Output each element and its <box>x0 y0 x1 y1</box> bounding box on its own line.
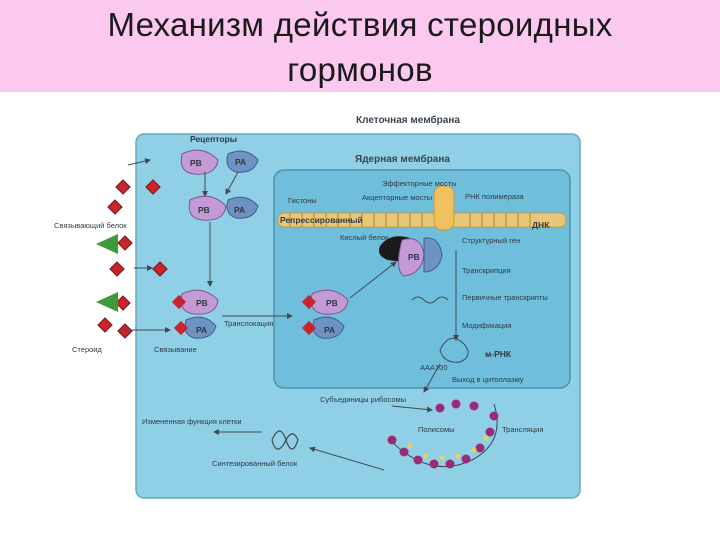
nucleus <box>273 169 571 389</box>
steroid-molecules <box>97 179 168 339</box>
binding-proteins <box>96 234 118 312</box>
bound-complex-b: PB <box>171 289 219 315</box>
synthesized-protein-label: Синтезированный белок <box>212 459 298 468</box>
polysome-ribosomes <box>387 399 499 469</box>
structural-gene-label: Структурный ген <box>462 236 520 245</box>
arrow-to-protein <box>309 446 385 471</box>
svg-text:PA: PA <box>196 325 207 335</box>
primary-transcript-label: Первичные транскрипты <box>462 293 548 302</box>
free-receptor-a: PA <box>226 150 259 173</box>
receptors-label: Рецепторы <box>190 134 237 144</box>
binding-label: Связывание <box>154 345 197 354</box>
svg-text:PA: PA <box>235 157 246 167</box>
arrow-to-dna <box>349 261 397 299</box>
svg-text:PB: PB <box>408 252 420 262</box>
polysomes-label: Полисомы <box>418 425 455 434</box>
exit-cytoplasm-label: Выход в цитоплазму <box>452 375 524 384</box>
bound-complex-a: PA <box>173 316 217 339</box>
dna-stripes <box>289 213 531 227</box>
slide-title-line1: Механизм действия стероидных <box>107 6 613 43</box>
synthesized-protein-coil <box>271 430 299 450</box>
translation-label: Трансляция <box>502 425 543 434</box>
svg-text:PB: PB <box>196 298 208 308</box>
arrow-exit-nucleus <box>423 363 441 393</box>
cell-membrane-label: Клеточная мембрана <box>356 114 460 126</box>
mrna-loop <box>439 337 469 363</box>
svg-text:PA: PA <box>324 325 335 335</box>
arrow-steroid-in <box>127 158 151 166</box>
title-banner: Механизм действия стероидных гормонов <box>0 0 720 92</box>
histones-label: Гистоны <box>288 196 317 205</box>
dimer-receptor-a: PA <box>226 196 259 219</box>
modification-label: Модификация <box>462 321 511 330</box>
primary-transcript-wave <box>411 296 449 304</box>
acceptor-bridges-label: Акцепторные мосты <box>362 193 432 202</box>
changed-function-label: Измененная функция клетки <box>142 417 242 426</box>
rna-polymerase-pillar <box>433 185 455 231</box>
acidic-protein-label: Кислый белок <box>340 233 389 242</box>
slide-title-line2: гормонов <box>287 51 433 88</box>
ribosome-subunits-label: Субъединицы рибосомы <box>320 395 406 404</box>
polysome-arc <box>389 403 498 468</box>
binding-protein-label: Связывающий белок <box>54 221 127 230</box>
arrow-receptor-a <box>225 171 239 195</box>
mrna-label: м-РНК <box>485 349 512 359</box>
svg-text:PA: PA <box>234 205 245 215</box>
repressed-label: Репрессированный <box>280 215 363 225</box>
nuclear-receptor-complex: PB <box>398 237 443 277</box>
rna-polymerase-label: РНК полимераза <box>465 192 525 201</box>
steroid-label: Стероид <box>72 345 102 354</box>
free-receptor-b: PB <box>180 149 219 175</box>
translocated-complex-b: PB <box>301 289 349 315</box>
arrow-subunits <box>391 405 433 413</box>
svg-text:PB: PB <box>190 158 202 168</box>
aaa-label: AAA100 <box>420 363 448 372</box>
nuclear-membrane-label: Ядерная мембрана <box>355 153 450 165</box>
svg-text:PB: PB <box>198 205 210 215</box>
dimer-receptor-b: PB <box>188 195 227 221</box>
transcription-label: Транскрипция <box>462 266 511 275</box>
translocated-complex-a: PA <box>301 316 345 339</box>
dna-label: ДНК <box>532 220 550 230</box>
effector-bridges-label: Эффекторные мосты <box>382 179 457 188</box>
translocation-label: Транслокация <box>224 319 273 328</box>
svg-text:PB: PB <box>326 298 338 308</box>
polysome-subunits <box>407 435 489 461</box>
